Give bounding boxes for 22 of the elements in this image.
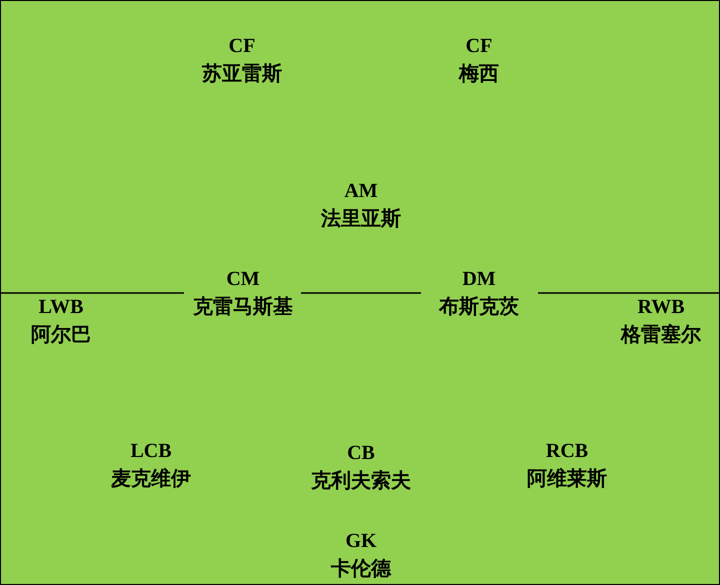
- player-name: 布斯克茨: [439, 295, 519, 319]
- player-name: 克利夫索夫: [311, 469, 411, 493]
- player-name: 苏亚雷斯: [202, 62, 282, 86]
- position-label: CB: [347, 441, 375, 465]
- player-name: 卡伦德: [331, 557, 391, 581]
- position-label: CM: [226, 267, 260, 291]
- player-name: 阿维莱斯: [527, 467, 607, 491]
- position-label: LCB: [130, 439, 172, 463]
- player-name: 阿尔巴: [31, 323, 91, 347]
- position-label: LWB: [38, 295, 84, 319]
- player-name: 格雷塞尔: [621, 323, 701, 347]
- position-label: GK: [345, 529, 377, 553]
- player-name: 克雷马斯基: [193, 295, 293, 319]
- player-name: 法里亚斯: [321, 207, 401, 231]
- position-label: AM: [344, 179, 378, 203]
- position-label: RCB: [546, 439, 588, 463]
- position-label: RWB: [637, 295, 685, 319]
- position-label: CF: [228, 34, 256, 58]
- position-label: DM: [462, 267, 496, 291]
- player-name: 麦克维伊: [111, 467, 191, 491]
- player-name: 梅西: [459, 62, 499, 86]
- position-label: CF: [466, 34, 492, 58]
